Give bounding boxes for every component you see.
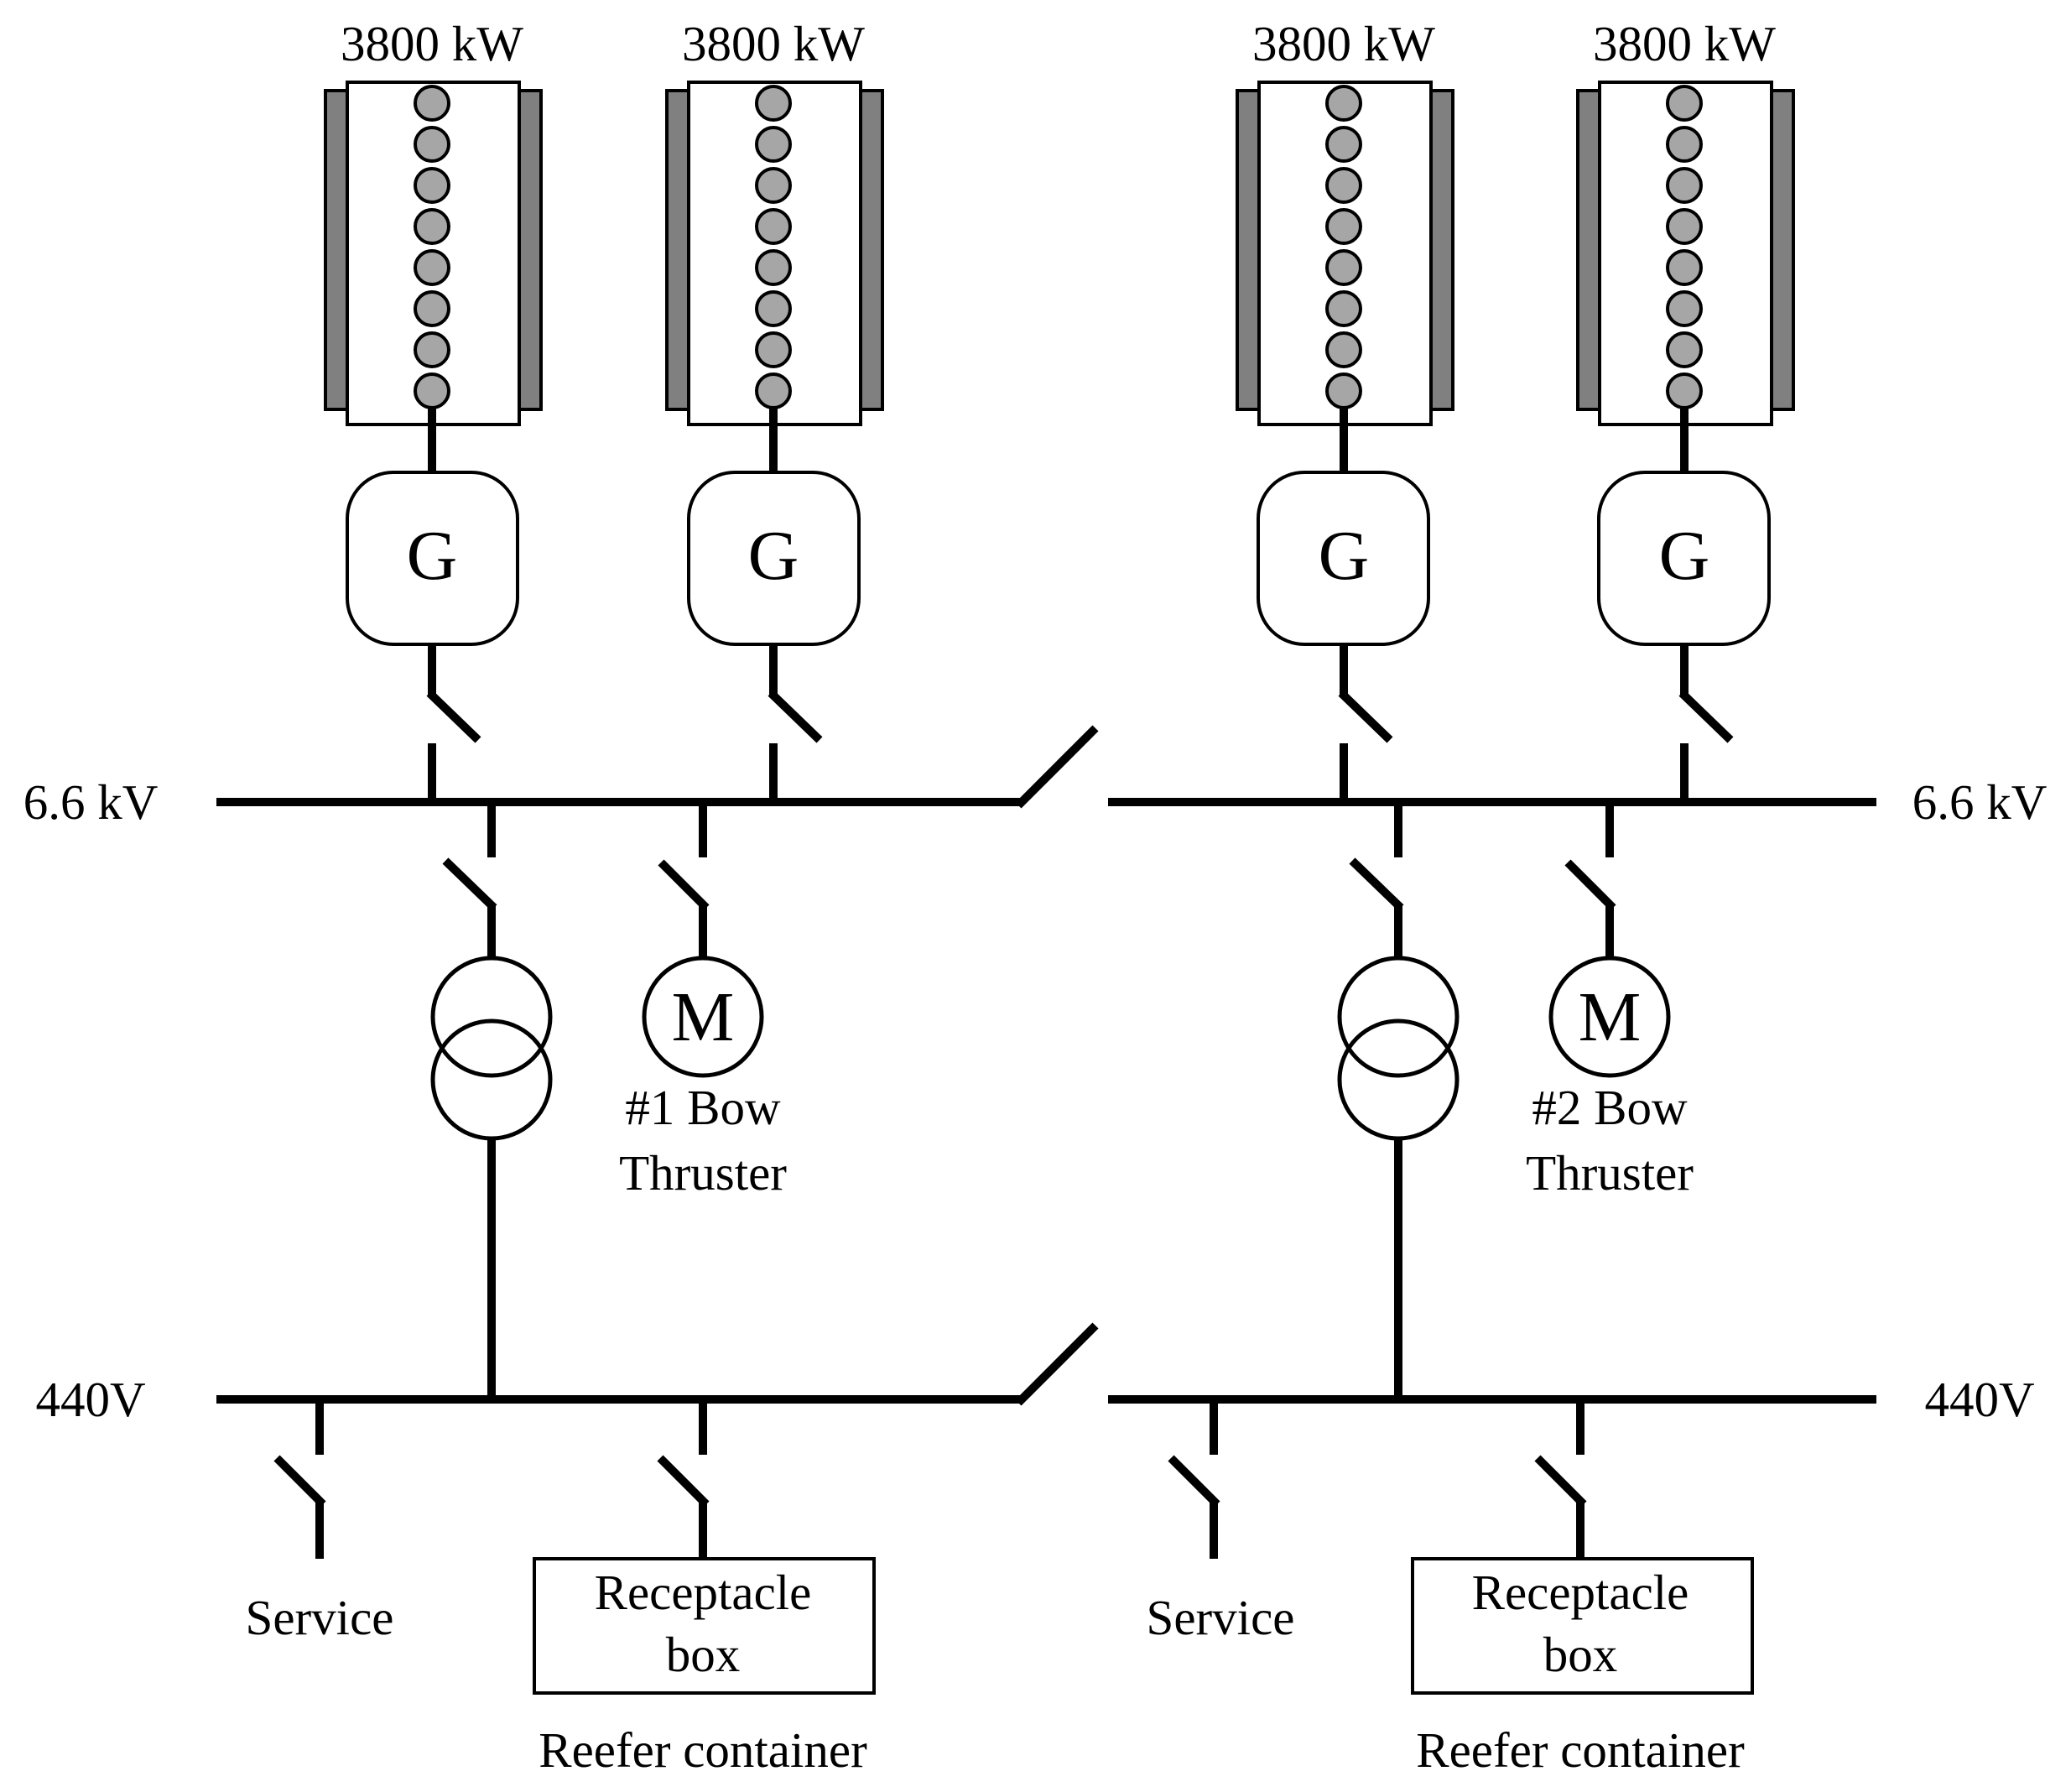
- engine-coil-2: [755, 85, 792, 409]
- generator-set-1: 3800 kW G: [324, 16, 543, 802]
- hv-bus-left-label: 6.6 kV: [23, 774, 159, 830]
- generator-1-rating: 3800 kW: [341, 16, 523, 71]
- reefer-container-label-left: Reefer container: [539, 1722, 867, 1778]
- bow-thruster-2: M #2 Bow Thruster: [1526, 802, 1694, 1201]
- service-feeder-right: Service: [1147, 1399, 1295, 1645]
- bow-thruster-1-label-line2: Thruster: [619, 1145, 787, 1201]
- service-label-right: Service: [1147, 1590, 1295, 1645]
- bow-thruster-2-label-line2: Thruster: [1526, 1145, 1694, 1201]
- generator-3-breaker: [1338, 644, 1393, 802]
- engine-coil-4: [1666, 85, 1703, 409]
- reefer-feeder-right: Receptacle box Reefer container: [1411, 1399, 1754, 1778]
- bow-thruster-1-label-line1: #1 Bow: [625, 1080, 781, 1135]
- generator-2-rating: 3800 kW: [682, 16, 865, 71]
- generator-2: G: [687, 471, 861, 646]
- reefer-container-label-right: Reefer container: [1416, 1722, 1745, 1778]
- hv-bus-right-label: 6.6 kV: [1912, 774, 2048, 830]
- generator-1-symbol: G: [407, 517, 458, 595]
- service-feeder-left: Service: [246, 1399, 394, 1645]
- generator-set-3: 3800 kW G: [1236, 16, 1454, 802]
- bow-thruster-1: M #1 Bow Thruster: [619, 802, 787, 1201]
- engine-coil-1: [414, 85, 450, 409]
- hv-bus-right: 6.6 kV: [1108, 774, 2047, 830]
- generator-1-breaker: [426, 644, 481, 802]
- engine-1: [324, 81, 543, 426]
- generator-1: G: [346, 471, 519, 646]
- generator-4-breaker: [1678, 644, 1734, 802]
- hv-bus-tie-breaker: [1015, 725, 1099, 809]
- lv-bus-left: 440V: [35, 1372, 1022, 1427]
- engine-2: [665, 81, 884, 426]
- engine-3: [1236, 81, 1454, 426]
- engine-coil-3: [1325, 85, 1362, 409]
- generator-3-symbol: G: [1319, 517, 1370, 595]
- bow-thruster-1-symbol: M: [672, 978, 735, 1056]
- generator-4-rating: 3800 kW: [1593, 16, 1776, 71]
- generator-3: G: [1257, 471, 1430, 646]
- transformer-right: [1337, 802, 1460, 1399]
- receptacle-box-right-line1: Receptacle: [1472, 1565, 1689, 1620]
- generator-4: G: [1597, 471, 1771, 646]
- receptacle-box-right-line2: box: [1543, 1627, 1618, 1682]
- generator-3-rating: 3800 kW: [1252, 16, 1435, 71]
- generator-2-symbol: G: [748, 517, 799, 595]
- generator-set-4: 3800 kW G: [1576, 16, 1795, 802]
- engine-4: [1576, 81, 1795, 426]
- generator-set-2: 3800 kW G: [665, 16, 884, 802]
- bow-thruster-2-symbol: M: [1579, 978, 1642, 1056]
- lv-bus-left-label: 440V: [35, 1372, 145, 1427]
- bow-thruster-2-label-line1: #2 Bow: [1532, 1080, 1688, 1135]
- lv-bus-right-label: 440V: [1924, 1372, 2034, 1427]
- lv-bus-tie-breaker: [1015, 1322, 1099, 1406]
- generator-2-breaker: [768, 644, 823, 802]
- hv-bus-left: 6.6 kV: [23, 774, 1022, 830]
- receptacle-box-left-line1: Receptacle: [595, 1565, 812, 1620]
- generator-4-symbol: G: [1659, 517, 1710, 595]
- service-label-left: Service: [246, 1590, 394, 1645]
- lv-bus-right: 440V: [1108, 1372, 2035, 1427]
- reefer-feeder-left: Receptacle box Reefer container: [533, 1399, 876, 1778]
- receptacle-box-left-line2: box: [666, 1627, 741, 1682]
- transformer-left: [430, 802, 553, 1399]
